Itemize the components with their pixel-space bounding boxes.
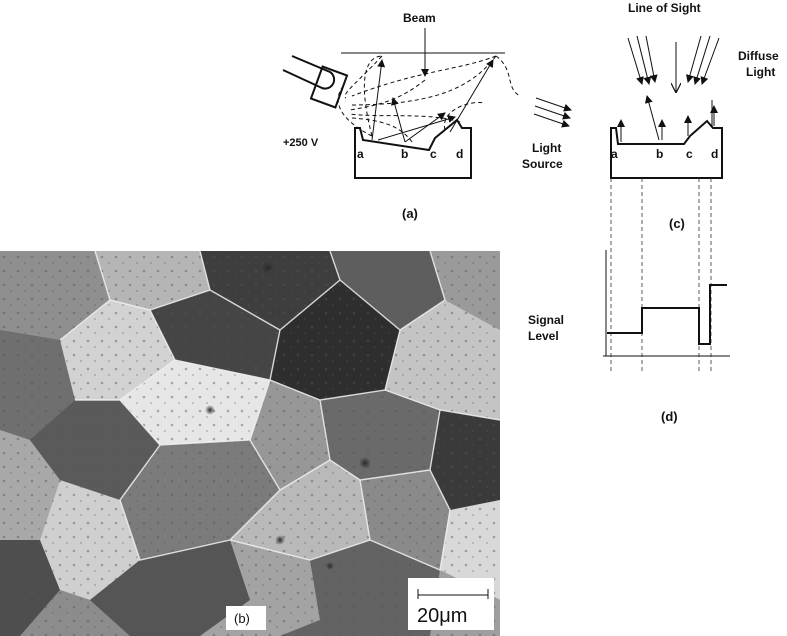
panel-a-caption: (a) [402, 206, 418, 221]
signal-label-line1: Signal [528, 313, 564, 327]
point-d-label-c: d [711, 147, 718, 161]
signal-trace [607, 285, 727, 344]
point-d-label: d [456, 147, 463, 161]
panel-a-diagram: Beam +250 V [283, 11, 520, 221]
panel-b-caption: (b) [234, 611, 250, 626]
reflection-arrows [621, 96, 714, 142]
signal-label-line2: Level [528, 329, 559, 343]
point-b-label: b [401, 147, 408, 161]
panel-d-caption: (d) [661, 409, 678, 424]
scale-bar-label: 20μm [417, 605, 467, 627]
beam-label: Beam [403, 11, 436, 25]
light-source: Light Source [522, 98, 571, 171]
voltage-label: +250 V [283, 137, 319, 149]
panel-c-diagram: Line of Sight Diffuse Light a b c d (c) [611, 1, 779, 231]
line-of-sight-label: Line of Sight [628, 1, 701, 15]
diffuse-label-line2: Light [746, 65, 775, 79]
specimen-block-c [611, 121, 722, 178]
electron-trajectories [338, 56, 520, 142]
point-c-label-c: c [686, 147, 693, 161]
panel-d-signal-plot: Signal Level (d) [528, 250, 730, 424]
detector-probe [283, 56, 347, 107]
diffuse-label-line1: Diffuse [738, 49, 779, 63]
point-c-label: c [430, 147, 437, 161]
projection-lines [611, 178, 711, 372]
light-source-label-line2: Source [522, 157, 563, 171]
point-a-label-c: a [611, 147, 618, 161]
point-b-label-c: b [656, 147, 663, 161]
point-a-label: a [357, 147, 364, 161]
diffuse-light-arrows [628, 36, 719, 84]
light-source-label-line1: Light [532, 141, 561, 155]
specimen-block [355, 120, 471, 178]
panel-c-caption: (c) [669, 216, 685, 231]
sem-micrograph: (b) 20μm [0, 251, 500, 636]
